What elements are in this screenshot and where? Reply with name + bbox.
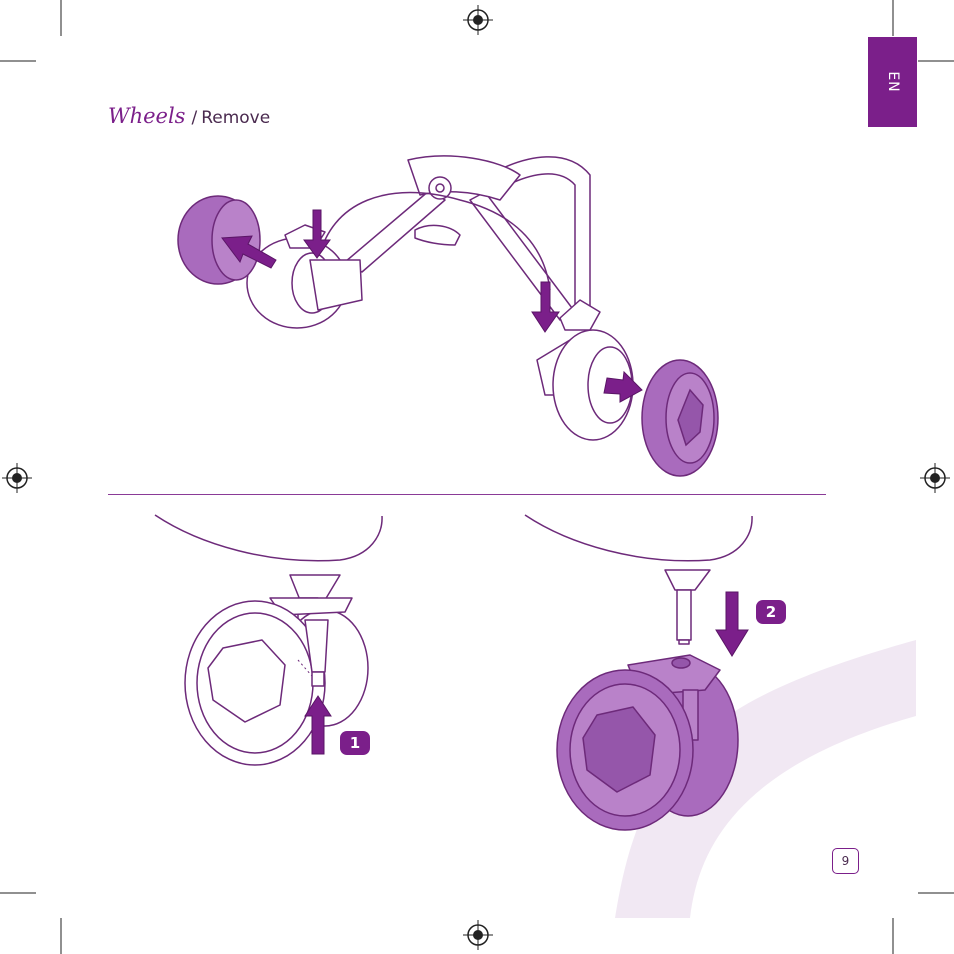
page-number: 9 <box>832 848 859 874</box>
step-2-badge: 2 <box>756 600 786 624</box>
